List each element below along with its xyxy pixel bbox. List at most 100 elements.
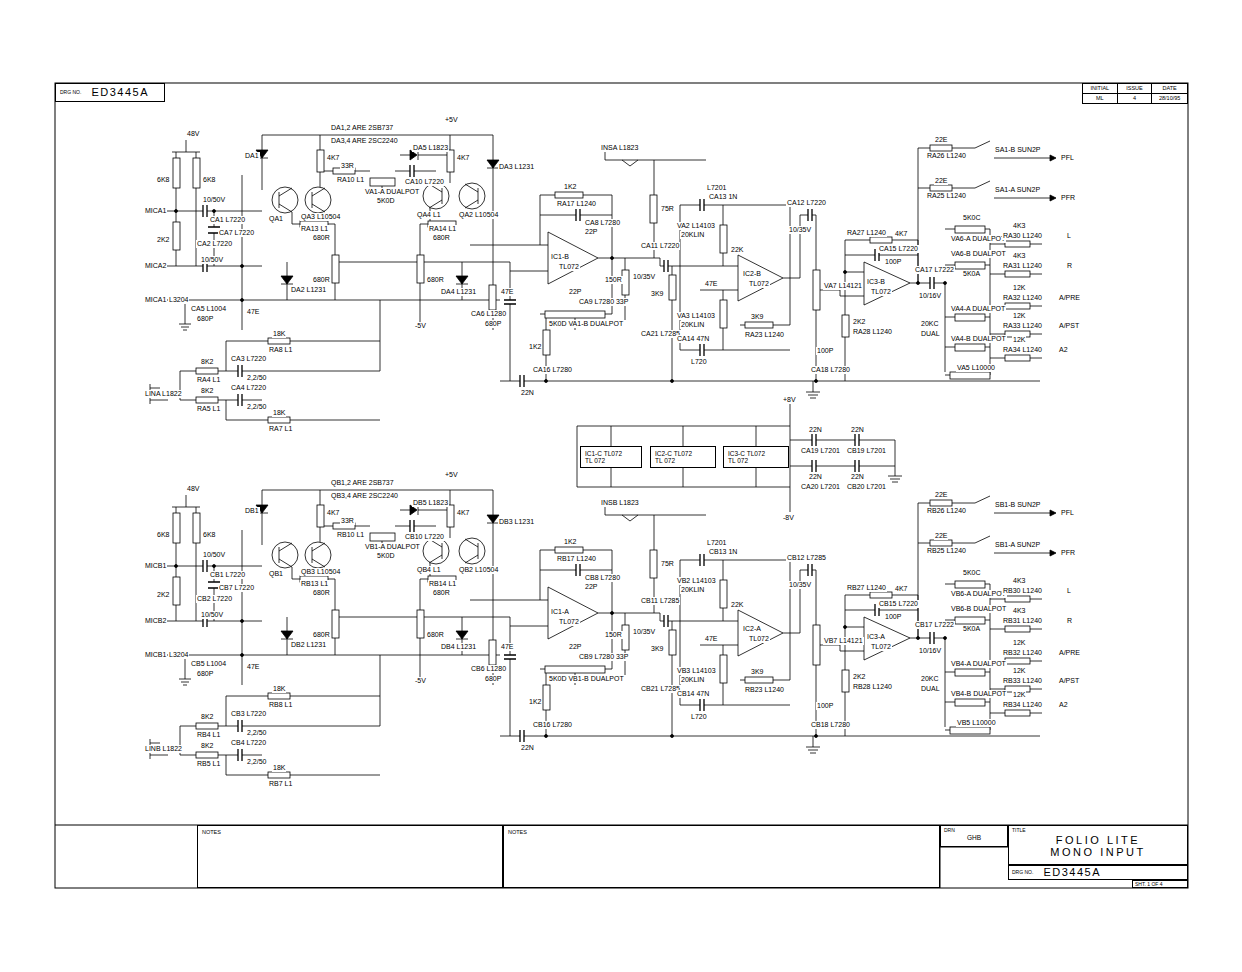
part-label: CA10 L7220 [404,178,445,186]
part-label: CA18 L7280 [810,366,851,374]
part-label: RB17 L1240 [556,555,597,563]
part-label: L3204 [168,296,189,304]
part-label: PFR [1060,549,1076,557]
part-label: 47E [246,663,260,671]
part-label: 1K2 [563,538,577,546]
part-label: IC1-B [550,253,570,261]
part-label: RB30 L1240 [1002,587,1043,595]
part-label: DUAL [920,330,941,338]
part-label: 10/35V [788,581,812,589]
part-label: RB23 L1240 [744,686,785,694]
part-label: A2 [1058,346,1069,354]
part-label: CA2 L7220 [196,240,233,248]
node-text: TL 072 [585,457,637,464]
part-label: 10/50V [200,256,224,264]
part-label: 20KLIN [680,586,705,594]
part-label: CB21 L7285 [640,685,681,693]
part-label: 18K [272,409,286,417]
part-label: 47E [500,643,514,651]
part-label: 22E [934,177,948,185]
part-label: RA34 L1240 [1002,346,1043,354]
part-label: RB26 L1240 [926,507,967,515]
part-label: RA7 L1 [268,425,293,433]
node-text: DRN [944,828,1004,834]
part-label: 6K8 [202,531,216,539]
ic-power-box: IC2-C TL072TL 072 [650,446,716,468]
part-label: CA7 L7220 [218,229,255,237]
wire [577,404,895,512]
part-label: 47E [704,635,718,643]
part-label: A2 [1058,701,1069,709]
part-label: 22P [568,288,582,296]
part-label: 10/50V [202,551,226,559]
part-label: RB34 L1240 [1002,701,1043,709]
part-label: L [1066,232,1072,240]
part-label: RB25 L1240 [926,547,967,555]
part-label: 10/16V [918,292,942,300]
node-text: DRG NO. [60,90,81,96]
part-label: PFR [1060,194,1076,202]
part-label: 680R [312,234,331,242]
part-label: RB5 L1 [196,760,221,768]
part-label: R [1066,262,1073,270]
part-label: 1K2 [528,698,542,706]
part-label: 22N [520,744,535,752]
part-label: RA10 L1 [336,176,365,184]
part-label: 5K0A [962,270,981,278]
node-text: DRG NO. [1012,870,1033,876]
part-label: 22N [850,473,865,481]
part-label: DA2 L1231 [290,286,327,294]
part-label: 47E [704,280,718,288]
part-label: R [1066,617,1073,625]
part-label: RA5 L1 [196,405,221,413]
part-label: 22N [850,426,865,434]
part-label: VA7 L14121 [823,282,863,290]
part-label: L720 [690,713,708,721]
part-label: 2,2/50 [246,758,267,766]
part-label: 20KC [920,320,940,328]
part-label: RB32 L1240 [1002,649,1043,657]
part-label: 2,2/50 [246,403,267,411]
part-label: DA4 L1231 [440,288,477,296]
part-label: LINB L1822 [144,745,183,753]
part-label: 680R [432,589,451,597]
part-label: QB1,2 ARE 2SB737 [330,479,395,487]
part-label: 150R [604,276,623,284]
part-label: 1K2 [563,183,577,191]
part-label: TL072 [748,280,770,288]
node-text: ISSUE [1118,84,1153,94]
part-label: 5K0D [376,197,396,205]
part-label: 680P [196,315,214,323]
part-label: 18K [272,330,286,338]
node-text: IC2-C TL072 [655,450,711,457]
part-label: 2,2/50 [246,729,267,737]
part-label: 12K [1012,667,1026,675]
part-label: CB11 L7285 [640,597,680,605]
part-label: 6K8 [202,176,216,184]
part-label: 22K [730,246,744,254]
ic-power-box: IC3-C TL072TL 072 [723,446,789,468]
part-label: CB1 L7220 [209,571,246,579]
part-label: RB13 L1 [300,580,329,588]
node-text: TL 072 [728,457,784,464]
part-label: 5K0D [376,552,396,560]
part-label: VB6-B DUALPOT [950,605,1007,613]
part-label: TL072 [870,643,892,651]
part-label: VA2 L14103 [676,222,716,230]
part-label: DB5 L1823 [412,499,449,507]
part-label: 5K0D VB1-B DUALPOT [548,675,625,683]
part-label: DUAL [920,685,941,693]
part-label: CB17 L7222 [914,621,955,629]
part-label: CB6 L1280 [470,665,507,673]
part-label: 1K2 [528,343,542,351]
part-label: L [1066,587,1072,595]
part-label: LINA L1822 [144,390,183,398]
sheet-number-box: SHT. 1 OF 4 [1132,880,1188,888]
part-label: 20KLIN [680,321,705,329]
part-label: CB9 L7280 33P [578,653,629,661]
part-label: 2K2 [156,591,170,599]
part-label: 10/35V [632,628,656,636]
part-label: RA30 L1240 [1002,232,1043,240]
part-label: DB1 [244,507,260,515]
revision-table: INITIALISSUEDATEML428/10/95 [1082,83,1188,104]
